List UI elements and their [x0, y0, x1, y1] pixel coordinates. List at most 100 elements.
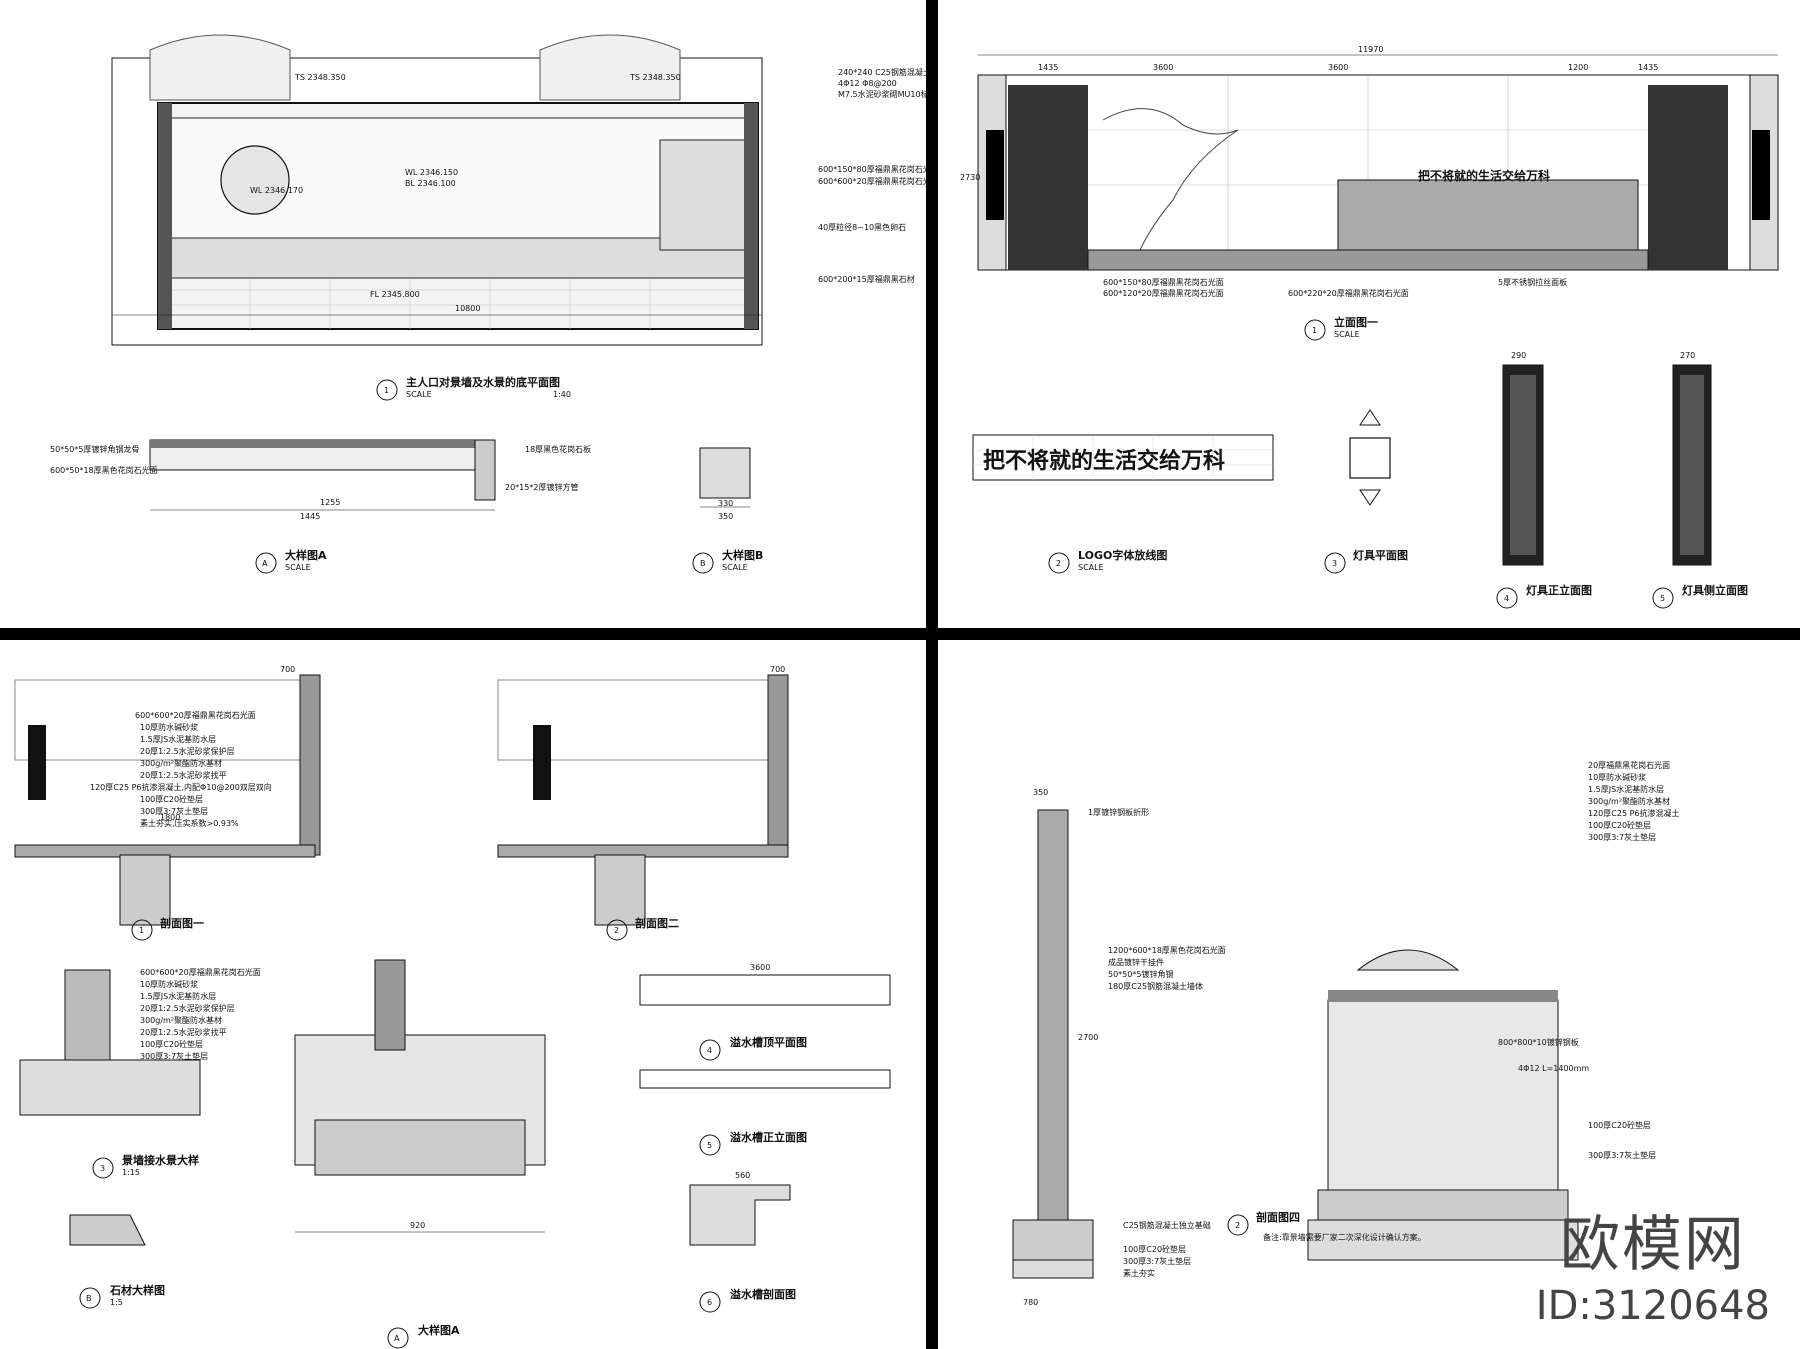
dim-elev-h: 2730 — [960, 173, 980, 182]
elev-bl: BL 2346.100 — [405, 179, 456, 188]
dim-elev-2: 3600 — [1153, 63, 1173, 72]
layer-1-6: 120厚C25 P6抗渗混凝土,内配Φ10@200双层双向 — [90, 782, 272, 792]
footnote: 备注:靠景墙需要厂家二次深化设计确认方案。 — [1263, 1232, 1426, 1242]
scale-detail-3: 1:15 — [122, 1168, 140, 1177]
sheet-wall-sections: 350 2700 780 1厚镀锌钢板折形 1200*600*18厚黑色花岗石光… — [938, 640, 1800, 1349]
layer-1-4: 300g/m²聚酯防水基材 — [140, 758, 222, 768]
svg-text:1: 1 — [1312, 326, 1317, 335]
dim-wall-2700: 2700 — [1078, 1033, 1098, 1042]
pool-note-5: 100厚C20砼垫层 — [1588, 820, 1651, 830]
pool-note-10: 300厚3:7灰土垫层 — [1588, 1150, 1656, 1160]
layer-3-5: 20厚1:2.5水泥砂浆找平 — [140, 1027, 227, 1037]
note-plan-1: 4Φ12 Φ8@200 — [838, 79, 897, 88]
svg-text:5: 5 — [1660, 594, 1665, 603]
note-plan-4: 600*600*20厚福鼎黑花岗石光面 — [818, 176, 926, 186]
layer-1-0: 600*600*20厚福鼎黑花岗石光面 — [135, 710, 256, 720]
layer-3-4: 300g/m²聚酯防水基材 — [140, 1015, 222, 1025]
dim-b-350: 350 — [718, 512, 733, 521]
title-logo: LOGO字体放线图 — [1078, 548, 1167, 562]
title-section-2: 剖面图二 — [635, 916, 679, 930]
pool-note-2: 1.5厚JS水泥基防水层 — [1588, 784, 1664, 794]
note-plan-5: 40厚粒径8~10黑色卵石 — [818, 222, 906, 232]
svg-text:2: 2 — [1056, 559, 1061, 568]
note-a-1: 600*50*18厚黑色花岗石光面 — [50, 465, 158, 475]
layer-3-7: 300厚3:7灰土垫层 — [140, 1051, 208, 1061]
scale-value-1: 1:40 — [553, 390, 571, 399]
title-stone-detail: 石材大样图 — [109, 1283, 165, 1297]
layer-3-2: 1.5厚JS水泥基防水层 — [140, 991, 216, 1001]
title-elevation: 立面图一 — [1334, 315, 1378, 329]
watermark: 欧模网 ID:3120648 — [1536, 1196, 1770, 1329]
elev-wl2: WL 2346.170 — [250, 186, 303, 195]
layer-3-0: 600*600*20厚福鼎黑花岗石光面 — [140, 967, 261, 977]
dim-a-1445: 1445 — [300, 512, 320, 521]
dim-trough-560: 560 — [735, 1171, 750, 1180]
pool-note-4: 120厚C25 P6抗渗混凝土 — [1588, 808, 1680, 818]
pool-note-7: 800*800*10镀锌钢板 — [1498, 1037, 1579, 1047]
dim-s1-700: 700 — [280, 665, 295, 674]
scale-stone-detail: 1:5 — [110, 1298, 123, 1307]
note-elev-1: 600*120*20厚福鼎黑花岗石光面 — [1103, 288, 1224, 298]
pool-note-3: 300g/m²聚酯防水基材 — [1588, 796, 1670, 806]
layer-1-1: 10厚防水碱砂浆 — [140, 722, 198, 732]
dim-elev-total: 11970 — [1358, 45, 1383, 54]
pool-note-9: 100厚C20砼垫层 — [1588, 1120, 1651, 1130]
sections-drawing: 600*600*20厚福鼎黑花岗石光面 10厚防水碱砂浆 1.5厚JS水泥基防水… — [14, 665, 891, 1349]
dim-elev-3: 3600 — [1328, 63, 1348, 72]
floor-plan-drawing: 10800 TS 2348.350 TS 2348.350 WL 2346.15… — [50, 34, 926, 574]
sheet-floor-plan: 10800 TS 2348.350 TS 2348.350 WL 2346.15… — [0, 0, 926, 628]
title-lamp-side: 灯具侧立面图 — [1682, 583, 1748, 597]
dim-s1-1800: 1800 — [160, 813, 180, 822]
wall-note-1: 1200*600*18厚黑色花岗石光面 — [1108, 945, 1226, 955]
elev-fl: FL 2345.800 — [370, 290, 420, 299]
scale-label-b: SCALE — [722, 563, 748, 572]
title-lamp-plan: 灯具平面图 — [1353, 548, 1408, 562]
layer-1-3: 20厚1:2.5水泥砂浆保护层 — [140, 746, 235, 756]
dim-overall: 10800 — [455, 304, 480, 313]
elevation-drawing: 11970 1435 3600 3600 1200 1435 把不将就的生活交给… — [960, 45, 1779, 609]
layer-1-8: 300厚3:7灰土垫层 — [140, 806, 208, 816]
lamp-side-width: 270 — [1680, 351, 1695, 360]
layer-1-5: 20厚1:2.5水泥砂浆找平 — [140, 770, 227, 780]
pool-note-1: 10厚防水碱砂浆 — [1588, 772, 1646, 782]
logo-slogan: 把不将就的生活交给万科 — [983, 448, 1225, 474]
elev-ts-1: TS 2348.350 — [294, 73, 346, 82]
pool-note-0: 20厚福鼎黑花岗石光面 — [1588, 760, 1670, 770]
layer-1-7: 100厚C20砼垫层 — [140, 794, 203, 804]
svg-text:3: 3 — [100, 1164, 105, 1173]
note-plan-6: 600*200*15厚福鼎黑石材 — [818, 274, 915, 284]
svg-text:1: 1 — [384, 386, 389, 395]
note-a-0: 50*50*5厚镀锌角钢龙骨 — [50, 444, 139, 454]
note-plan-2: M7.5水泥砂浆砌MU10标准砖 — [838, 89, 926, 99]
pool-note-6: 300厚3:7灰土垫层 — [1588, 832, 1656, 842]
svg-text:1: 1 — [139, 926, 144, 935]
title-lamp-front: 灯具正立面图 — [1526, 583, 1592, 597]
elev-wl: WL 2346.150 — [405, 168, 458, 177]
svg-text:4: 4 — [707, 1046, 712, 1055]
layer-3-3: 20厚1:2.5水泥砂浆保护层 — [140, 1003, 235, 1013]
dim-elev-4: 1200 — [1568, 63, 1588, 72]
dim-wall-350: 350 — [1033, 788, 1048, 797]
sheet-sections: 600*600*20厚福鼎黑花岗石光面 10厚防水碱砂浆 1.5厚JS水泥基防水… — [0, 640, 926, 1349]
note-elev-3: 5厚不锈钢拉丝面板 — [1498, 277, 1567, 287]
dim-a-1255: 1255 — [320, 498, 340, 507]
dim-b-330: 330 — [718, 499, 733, 508]
wall-note-3: 50*50*5镀锌角钢 — [1108, 969, 1173, 979]
lamp-front-width: 290 — [1511, 351, 1526, 360]
title-detail-a: 大样图A — [285, 548, 327, 562]
scale-label-elev: SCALE — [1334, 330, 1360, 339]
svg-text:B: B — [86, 1294, 92, 1303]
dim-elev-1: 1435 — [1038, 63, 1058, 72]
wall-note-2: 成品镀锌干挂件 — [1108, 957, 1164, 967]
scale-label-logo: SCALE — [1078, 563, 1104, 572]
wall-note-6: 100厚C20砼垫层 — [1123, 1244, 1186, 1254]
layer-1-9: 素土夯实,压实系数>0.93% — [140, 818, 239, 828]
title-floor-plan: 主人口对景墙及水景的底平面图 — [406, 375, 560, 389]
svg-text:2: 2 — [1235, 1221, 1240, 1230]
svg-text:A: A — [394, 1334, 400, 1343]
note-elev-0: 600*150*80厚福鼎黑花岗石光面 — [1103, 277, 1224, 287]
watermark-logo: 欧模网 — [1559, 1210, 1746, 1280]
title-section-4: 剖面图四 — [1256, 1210, 1300, 1224]
dim-elev-5: 1435 — [1638, 63, 1658, 72]
layer-3-1: 10厚防水碱砂浆 — [140, 979, 198, 989]
